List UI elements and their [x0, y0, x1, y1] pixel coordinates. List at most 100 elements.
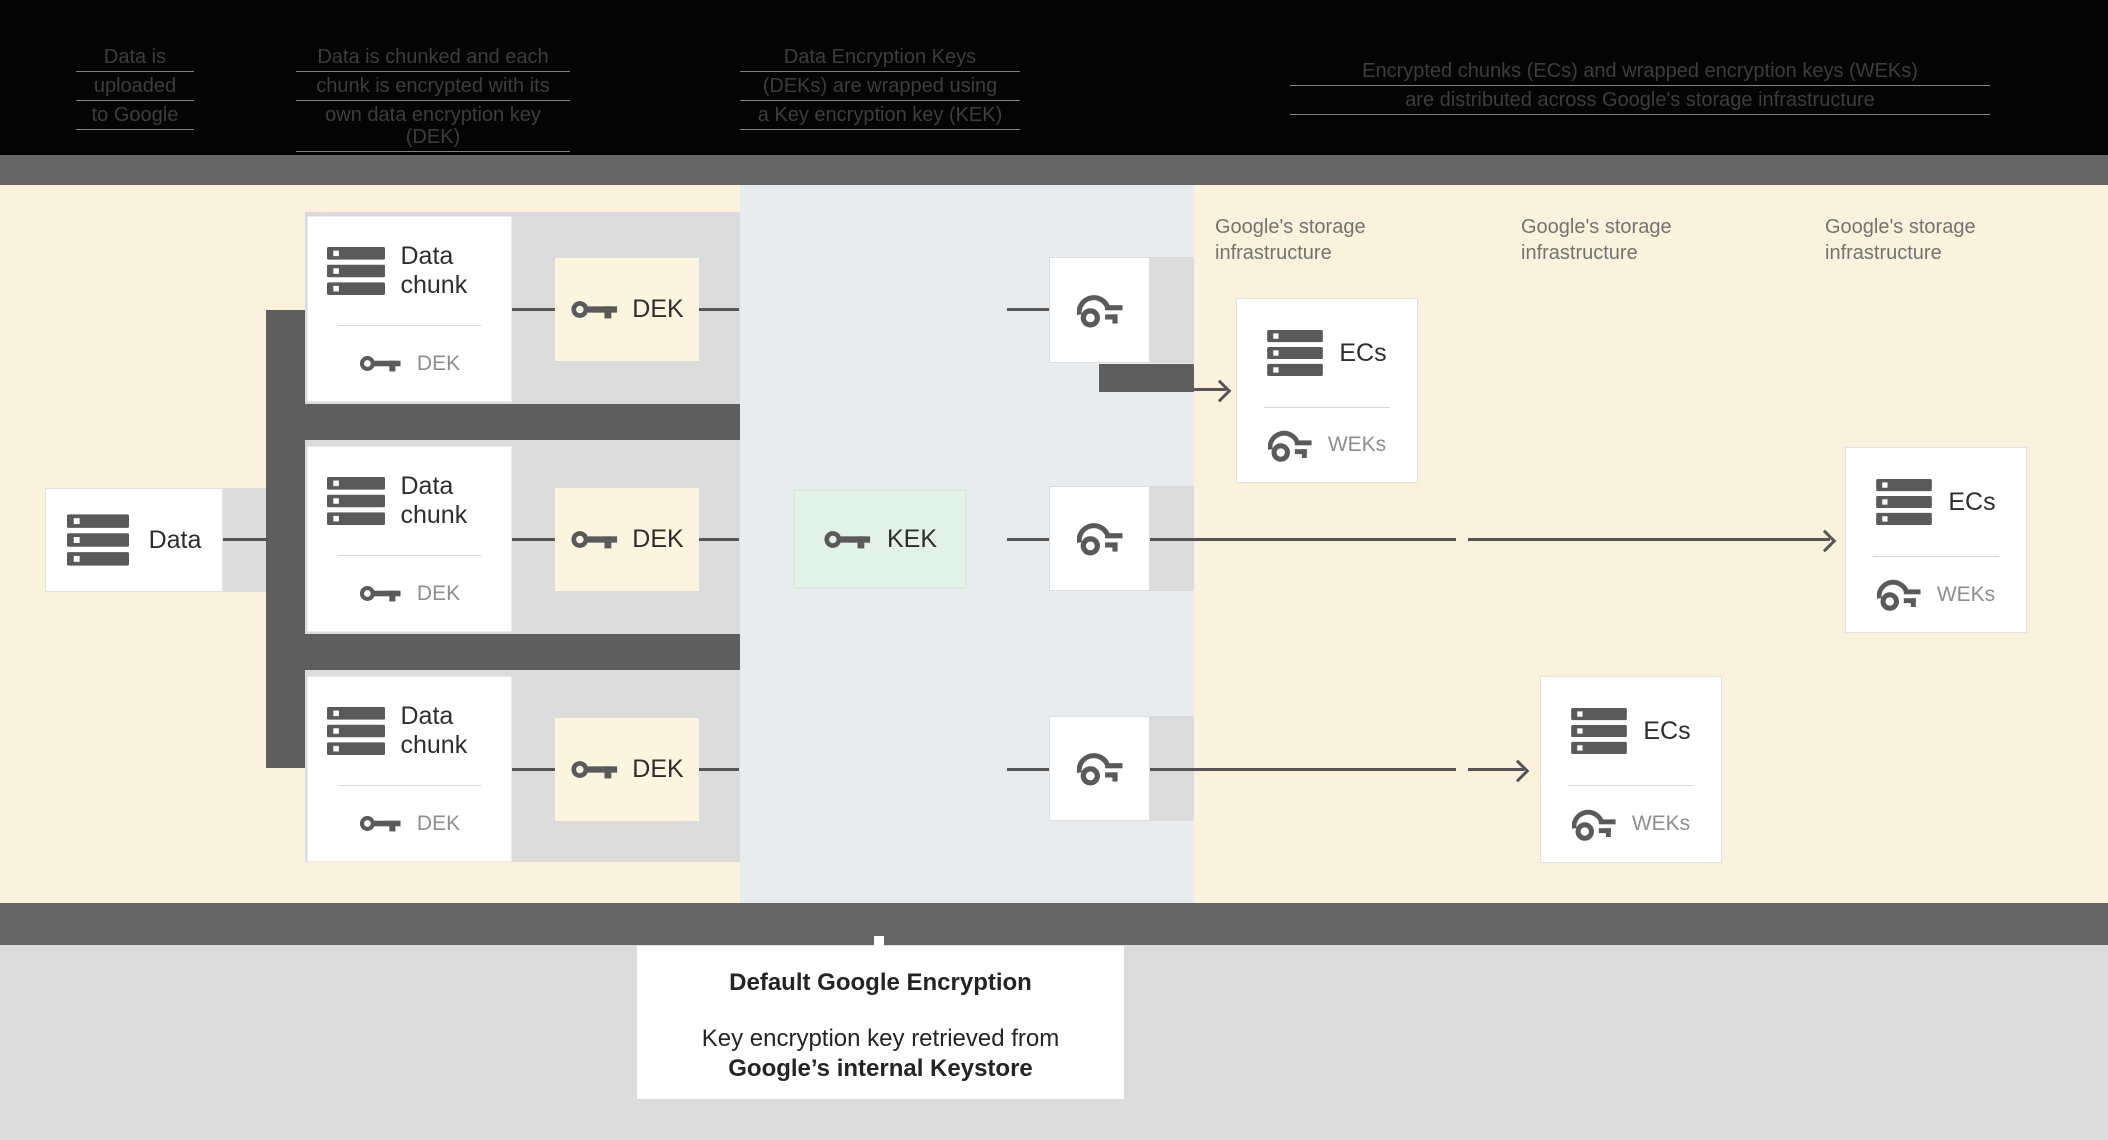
dek-box-1: DEK [555, 258, 699, 361]
caption-title: Default Google Encryption [729, 969, 1032, 996]
ecs-divider [1264, 407, 1390, 408]
step-2-description: Data is chunked and each chunk is encryp… [296, 46, 570, 155]
ecs-key-row: WEKs [1541, 786, 1721, 862]
chunk-header: Data chunk [308, 677, 511, 785]
wrapped-key-icon [1268, 427, 1312, 464]
connector-to-wrapped-key-1 [1007, 308, 1049, 311]
connector-to-wrapped-key-2 [1007, 538, 1049, 541]
row-separator-2 [298, 634, 740, 670]
step-text: Encrypted chunks (ECs) and wrapped encry… [1290, 60, 1990, 86]
weks-label: WEKs [1327, 433, 1387, 456]
data-label: Data [148, 525, 202, 554]
server-icon [1571, 708, 1627, 754]
kek-label: KEK [886, 524, 938, 553]
caption-body: Key encryption key retrieved from [701, 1025, 1060, 1052]
chunk-dek-label: DEK [416, 581, 461, 605]
connector-data-to-spine [223, 538, 268, 541]
storage-header-1: Google's storage infrastructure [1215, 214, 1366, 266]
storage-header-2: Google's storage infrastructure [1521, 214, 1672, 266]
storage-header-line: infrastructure [1215, 242, 1332, 264]
chunk-dek-label: DEK [416, 351, 461, 375]
step-4-description: Encrypted chunks (ECs) and wrapped encry… [1290, 60, 1990, 118]
server-icon [1876, 479, 1932, 525]
chunk-header: Data chunk [308, 447, 511, 555]
dek-label: DEK [632, 295, 684, 323]
chunk-divider [338, 555, 481, 556]
chunk-spine-connector [266, 310, 305, 768]
step-text: a Key encryption key (KEK) [740, 104, 1020, 130]
connector-to-wrapped-key-3 [1007, 768, 1049, 771]
data-chunk-box-1: Data chunk DEK [307, 216, 512, 402]
connector-dek2-to-kms [699, 538, 739, 541]
chunk-header: Data chunk [308, 217, 511, 325]
caption-body-bold: Google’s internal Keystore [728, 1055, 1033, 1082]
dek-label: DEK [632, 525, 684, 553]
wrapped-key-icon [1077, 291, 1123, 330]
flow-arrow-row3-segment-b [1468, 768, 1524, 771]
data-chunk-box-3: Data chunk DEK [307, 676, 512, 862]
chunk-key-row: DEK [308, 326, 511, 401]
connector-dek1-to-kms [699, 308, 739, 311]
wrapped-key-box-1 [1049, 257, 1150, 363]
steps-header: Data is uploaded to Google Data is chunk… [0, 0, 2108, 155]
chunk-divider [338, 325, 481, 326]
step-text: own data encryption key (DEK) [296, 104, 570, 152]
step-text: Data Encryption Keys [740, 46, 1020, 72]
ecs-label: ECs [1339, 338, 1387, 367]
flow-arrow-row2-segment-b [1468, 538, 1830, 541]
kek-box: KEK [793, 489, 967, 589]
ecs-box-3: ECs WEKs [1540, 676, 1722, 863]
step-text: Data is chunked and each [296, 46, 570, 72]
key-icon [570, 759, 618, 780]
top-divider-band [0, 155, 2108, 185]
wrapped-key-icon [1572, 806, 1616, 843]
chunk-title: Data chunk [400, 242, 468, 299]
step-3-description: Data Encryption Keys (DEKs) are wrapped … [740, 46, 1020, 133]
server-icon [67, 514, 129, 566]
ecs-header: ECs [1541, 677, 1721, 785]
weks-label: WEKs [1936, 582, 1996, 606]
ecs-label: ECs [1948, 487, 1996, 516]
step-text: chunk is encrypted with its [296, 75, 570, 101]
step-text: Data is [76, 46, 194, 72]
chunk-dek-label: DEK [416, 811, 461, 835]
flow-arrow-row2-segment-a [1150, 538, 1456, 541]
flow-arrow-row1 [1194, 388, 1226, 391]
storage-header-line: infrastructure [1521, 242, 1638, 264]
flow-pipe-row1 [1099, 364, 1194, 392]
server-icon [327, 707, 385, 755]
storage-header-line: Google's storage [1215, 216, 1366, 238]
key-icon [359, 584, 401, 603]
wrapped-key-icon [1077, 519, 1123, 558]
ecs-header: ECs [1237, 299, 1417, 407]
wrapped-key-icon [1877, 576, 1921, 613]
connector-dek3-to-kms [699, 768, 739, 771]
row-separator-1 [298, 404, 740, 440]
server-icon [327, 477, 385, 525]
ecs-divider [1568, 785, 1694, 786]
caption-card: Default Google Encryption Key encryption… [637, 946, 1124, 1099]
key-icon [570, 299, 618, 320]
caption-connector-notch [874, 936, 884, 946]
server-icon [1267, 330, 1323, 376]
data-box: Data [45, 488, 223, 592]
step-text: are distributed across Google's storage … [1290, 89, 1990, 115]
step-1-description: Data is uploaded to Google [76, 46, 194, 133]
ecs-box-2: ECs WEKs [1845, 447, 2027, 633]
ecs-divider [1873, 556, 1999, 557]
chunk-title: Data chunk [400, 472, 468, 529]
connector-chunk3-to-dek3 [512, 768, 557, 771]
bottom-divider-band [0, 903, 2108, 945]
key-icon [570, 529, 618, 550]
weks-label: WEKs [1631, 812, 1691, 835]
storage-header-line: Google's storage [1825, 216, 1976, 238]
server-icon [327, 247, 385, 295]
step-text: to Google [76, 104, 194, 130]
ecs-key-row: WEKs [1846, 557, 2026, 632]
key-band-1 [1150, 257, 1194, 363]
key-icon [823, 529, 871, 550]
flow-arrow-row3-segment-a [1150, 768, 1456, 771]
storage-header-3: Google's storage infrastructure [1825, 214, 1976, 266]
ecs-key-row: WEKs [1237, 408, 1417, 482]
